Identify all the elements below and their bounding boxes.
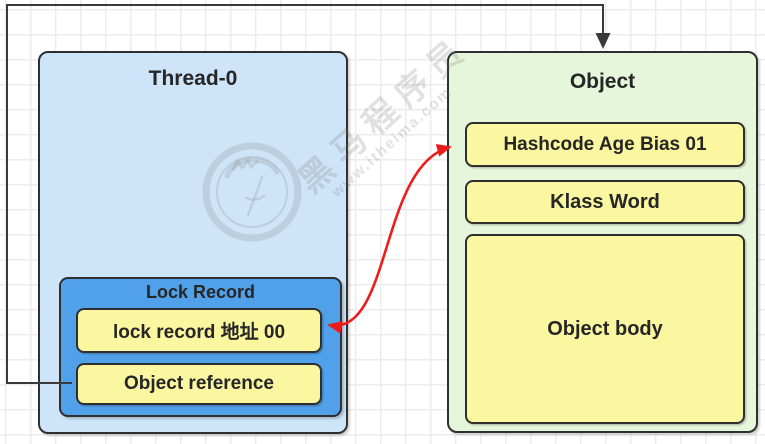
lock-record-box: Lock Record lock record 地址 00 Object ref… [59, 277, 342, 417]
thread-0-box: Thread-0 Lock Record lock record 地址 00 O… [38, 51, 348, 434]
thread-0-title: Thread-0 [148, 67, 238, 90]
mark-word-cell: Hashcode Age Bias 01 [465, 122, 745, 167]
object-box: Object Hashcode Age Bias 01 Klass Word O… [447, 51, 758, 433]
klass-word-cell: Klass Word [465, 180, 745, 224]
lock-record-address-cell: lock record 地址 00 [76, 308, 322, 353]
object-reference-cell: Object reference [76, 363, 322, 405]
object-body-cell: Object body [465, 234, 745, 424]
lock-record-title: Lock Record [145, 282, 256, 302]
object-title: Object [569, 70, 636, 93]
